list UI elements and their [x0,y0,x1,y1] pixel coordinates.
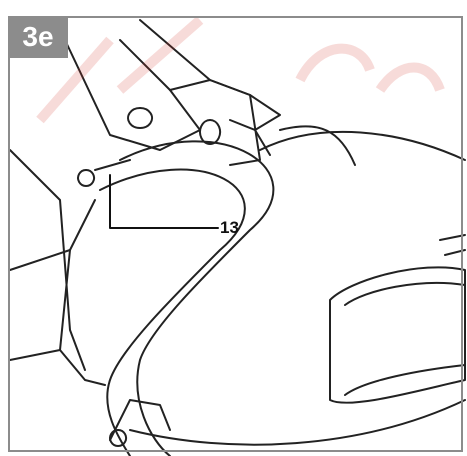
bracket-hole-1 [127,107,154,129]
clamp-ring-left [59,199,106,386]
tube-window-inner-2 [344,364,466,396]
tube-window-outer [329,266,466,404]
tube-top-edge [259,130,466,161]
upper-bracket-arm [139,19,281,131]
housing-left-outline [9,149,86,371]
watermark [36,16,445,124]
step-badge: 3e [8,16,68,58]
tube-window-inner [344,282,466,306]
tube-top-inner [279,125,356,166]
bracket-hole-2 [199,119,222,145]
clamp-side [254,129,271,156]
housing-left-edge [9,249,71,271]
tube-notch [439,234,466,241]
screw-head [77,169,95,187]
housing-left-edge-2 [9,349,61,361]
callout-leader [109,174,219,229]
tube-notch-2 [444,249,466,256]
lower-handle [109,399,171,441]
clamp-ring-inner [99,168,246,456]
screw-shaft [94,159,131,171]
lower-handle-loop [109,429,127,447]
upper-bracket [64,39,201,151]
clamp-top [169,79,261,166]
clamp-ring-outer [119,140,275,456]
tube-bottom-edge [129,399,466,446]
callout-label-13: 13 [220,218,239,237]
